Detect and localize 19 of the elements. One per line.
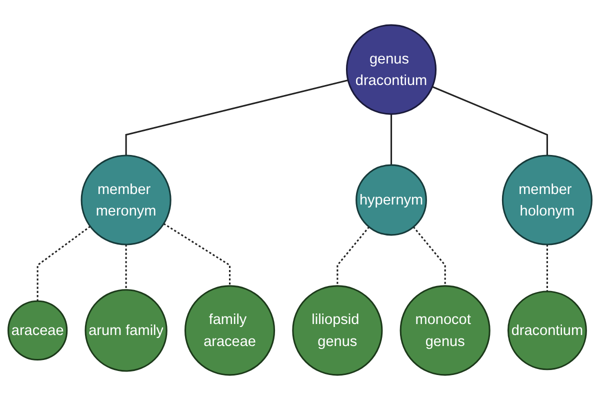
node-circle: genus dracontium xyxy=(346,24,437,115)
node-circle: arum family xyxy=(84,289,168,372)
connector xyxy=(432,86,548,156)
node-circle: member holonym xyxy=(502,154,592,246)
node-circle: member meronym xyxy=(80,154,172,246)
connector xyxy=(36,226,91,302)
connector xyxy=(125,79,348,156)
node-circle: hypernym xyxy=(356,164,427,236)
connector xyxy=(546,244,548,292)
connector xyxy=(125,244,127,290)
connector xyxy=(412,226,446,286)
node-circle: monocot genus xyxy=(400,285,490,376)
connector xyxy=(163,223,231,286)
node-circle: family araceae xyxy=(184,285,276,376)
node-circle: dracontium xyxy=(507,290,587,370)
node-circle: araceae xyxy=(8,300,68,360)
connector xyxy=(390,114,392,166)
node-circle: liliopsid genus xyxy=(292,285,383,376)
connector xyxy=(336,226,370,286)
